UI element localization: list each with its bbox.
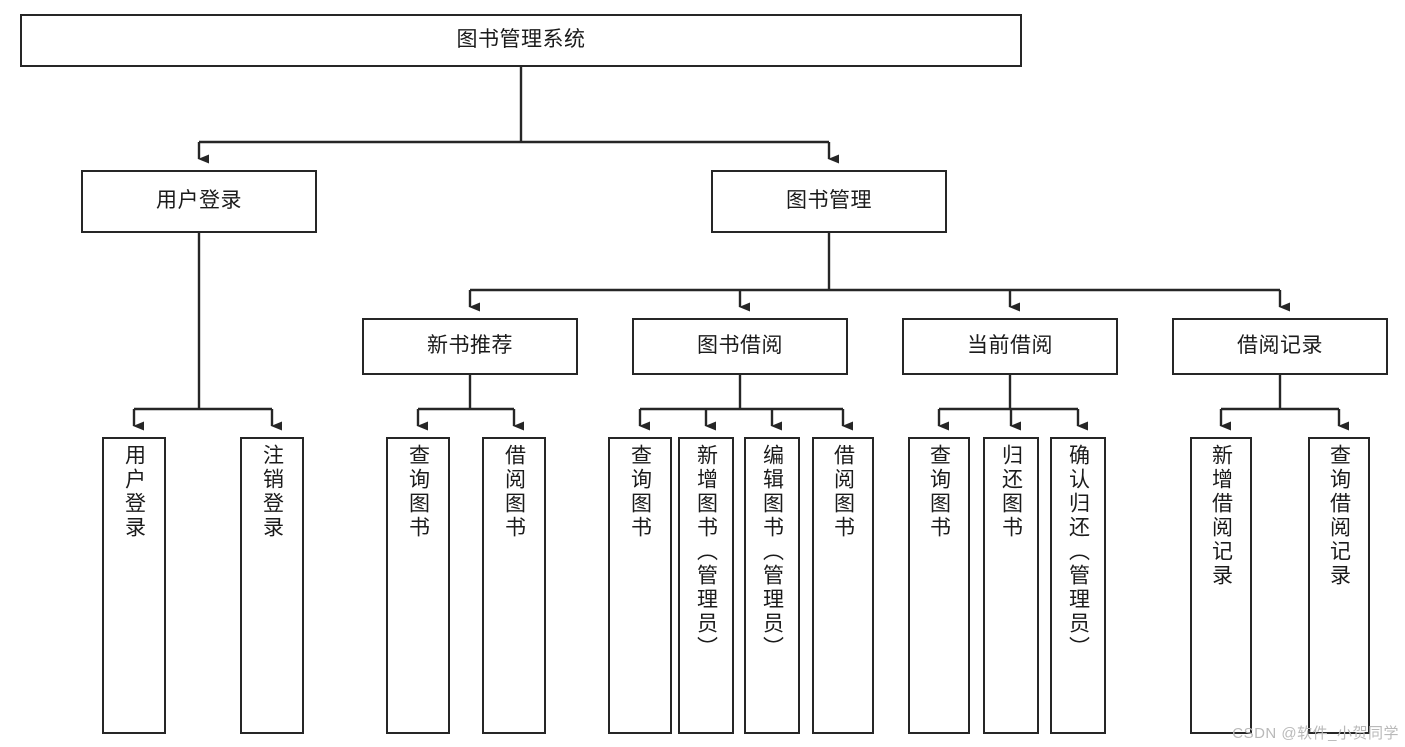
node-label-new-book-rec: 新书推荐 (427, 334, 513, 358)
node-label-leaf-edit-book: 编辑图书（管理员） (760, 444, 784, 660)
node-label-leaf-confirm-return: 确认归还（管理员） (1066, 444, 1090, 660)
node-leaf-edit-book[interactable]: 编辑图书（管理员） (744, 437, 800, 734)
node-borrow-record[interactable]: 借阅记录 (1172, 318, 1388, 375)
node-label-leaf-add-record: 新增借阅记录 (1209, 444, 1233, 588)
node-root[interactable]: 图书管理系统 (20, 14, 1022, 67)
node-leaf-add-book[interactable]: 新增图书（管理员） (678, 437, 734, 734)
node-current-borrow[interactable]: 当前借阅 (902, 318, 1118, 375)
node-leaf-borrow-book-2[interactable]: 借阅图书 (812, 437, 874, 734)
node-label-leaf-user-logout: 注销登录 (260, 444, 284, 540)
node-user-login[interactable]: 用户登录 (81, 170, 317, 233)
node-leaf-add-record[interactable]: 新增借阅记录 (1190, 437, 1252, 734)
node-book-manage[interactable]: 图书管理 (711, 170, 947, 233)
node-label-leaf-query-record: 查询借阅记录 (1327, 444, 1351, 588)
node-label-book-borrow: 图书借阅 (697, 334, 783, 358)
watermark-label: CSDN @软件_小贺同学 (1232, 725, 1399, 742)
node-label-root: 图书管理系统 (456, 28, 586, 52)
node-leaf-user-logout[interactable]: 注销登录 (240, 437, 304, 734)
node-book-borrow[interactable]: 图书借阅 (632, 318, 848, 375)
node-label-current-borrow: 当前借阅 (967, 334, 1053, 358)
node-leaf-confirm-return[interactable]: 确认归还（管理员） (1050, 437, 1106, 734)
node-label-leaf-borrow-book-1: 借阅图书 (502, 444, 526, 540)
node-label-leaf-query-book-1: 查询图书 (406, 444, 430, 540)
node-label-leaf-return-book: 归还图书 (999, 444, 1023, 540)
node-label-borrow-record: 借阅记录 (1237, 334, 1323, 358)
node-new-book-rec[interactable]: 新书推荐 (362, 318, 578, 375)
node-leaf-query-record[interactable]: 查询借阅记录 (1308, 437, 1370, 734)
node-label-leaf-borrow-book-2: 借阅图书 (831, 444, 855, 540)
node-label-book-manage: 图书管理 (786, 189, 872, 213)
node-label-leaf-query-book-2: 查询图书 (628, 444, 652, 540)
node-leaf-query-book-3[interactable]: 查询图书 (908, 437, 970, 734)
node-label-leaf-add-book: 新增图书（管理员） (694, 444, 718, 660)
node-leaf-query-book-1[interactable]: 查询图书 (386, 437, 450, 734)
node-leaf-return-book[interactable]: 归还图书 (983, 437, 1039, 734)
node-leaf-query-book-2[interactable]: 查询图书 (608, 437, 672, 734)
node-label-leaf-query-book-3: 查询图书 (927, 444, 951, 540)
node-label-leaf-user-login: 用户登录 (122, 444, 146, 540)
node-leaf-borrow-book-1[interactable]: 借阅图书 (482, 437, 546, 734)
node-label-user-login: 用户登录 (156, 189, 242, 213)
node-leaf-user-login[interactable]: 用户登录 (102, 437, 166, 734)
